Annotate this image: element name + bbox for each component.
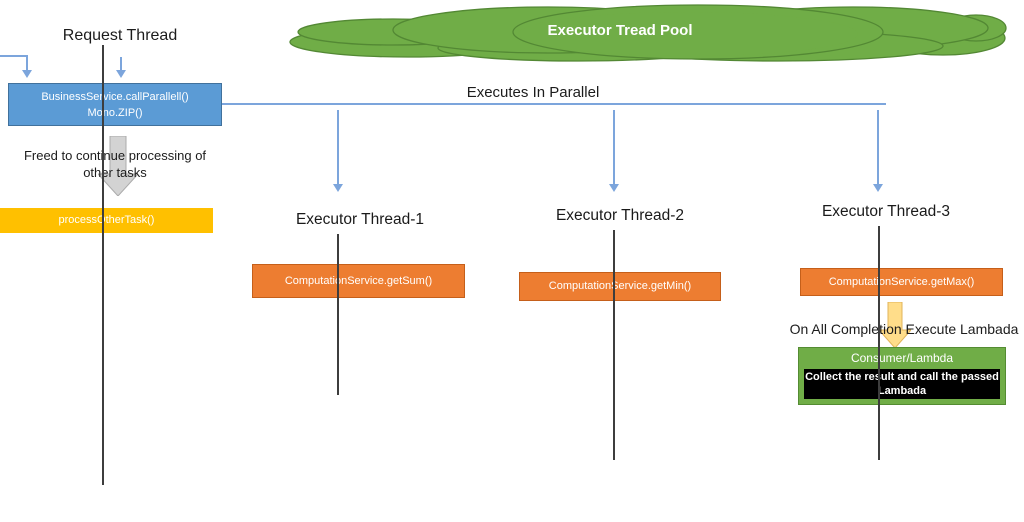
executor-thread-1-line (337, 234, 339, 395)
process-other-task-label: processOtherTask() (58, 214, 155, 226)
cloud-label: Executor Tread Pool (547, 22, 693, 39)
freed-note: Freed to continue processing of other ta… (23, 148, 207, 180)
get-sum-label: ComputationService.getSum() (284, 275, 433, 287)
executor-thread-1-label: Executor Thread-1 (295, 211, 425, 228)
executor-thread-3-label: Executor Thread-3 (821, 203, 951, 220)
gold-block-arrow-down-icon (879, 302, 911, 348)
incoming-call-line (0, 55, 28, 57)
executor-thread-3-line (878, 226, 880, 460)
get-max-box: ComputationService.getMax() (800, 268, 1003, 296)
fanout-arrow-3-head-icon (873, 184, 883, 192)
fanout-arrow-2-head-icon (609, 184, 619, 192)
consumer-note-box: Collect the result and call the passed L… (804, 369, 1000, 399)
fanout-arrow-3-shaft (877, 110, 879, 186)
executor-thread-2-line (613, 230, 615, 460)
executes-in-parallel-label: Executes In Parallel (466, 84, 600, 101)
get-min-label: ComputationService.getMin() (548, 280, 692, 292)
request-thread-label: Request Thread (62, 27, 178, 44)
business-service-box: BusinessService.callParallell() Mono.ZIP… (8, 83, 222, 126)
get-min-box: ComputationService.getMin() (519, 272, 721, 301)
completion-label: On All Completion Execute Lambada (789, 321, 1019, 337)
fanout-arrow-1-head-icon (333, 184, 343, 192)
parallel-line (222, 103, 886, 105)
consumer-lambda-title: Consumer/Lambda (850, 351, 954, 365)
get-max-label: ComputationService.getMax() (828, 276, 975, 288)
request-thread-line (102, 45, 104, 485)
executor-thread-2-label: Executor Thread-2 (555, 207, 685, 224)
request-arrow-head-icon (116, 70, 126, 78)
consumer-lambda-box: Consumer/Lambda Collect the result and c… (798, 347, 1006, 405)
cloud-shape (289, 4, 1007, 62)
incoming-arrow-shaft (26, 55, 28, 71)
fanout-arrow-2-shaft (613, 110, 615, 186)
fanout-arrow-1-shaft (337, 110, 339, 186)
get-sum-box: ComputationService.getSum() (252, 264, 465, 298)
gray-block-arrow-down-icon (98, 136, 138, 196)
incoming-arrow-head-icon (22, 70, 32, 78)
business-service-label: BusinessService.callParallell() Mono.ZIP… (41, 91, 189, 119)
process-other-task-box: processOtherTask() (0, 208, 213, 233)
request-arrow-shaft (120, 57, 122, 71)
